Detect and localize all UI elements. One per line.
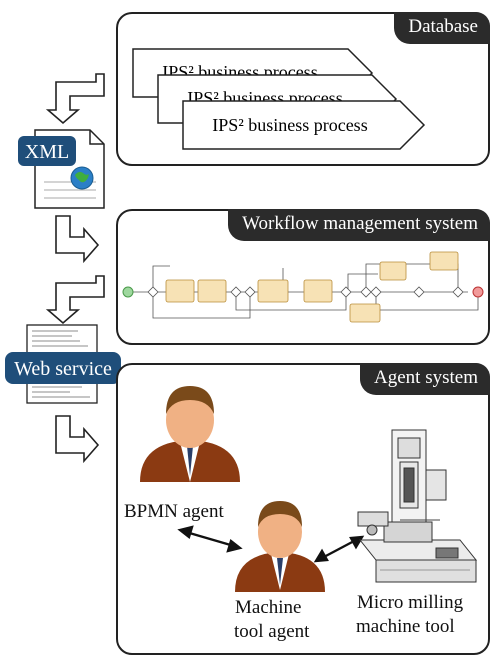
start-event — [122, 286, 134, 298]
machine-tool-agent-avatar — [235, 501, 325, 592]
gateway-1 — [147, 286, 159, 298]
machine-tool-agent-label-line2: tool agent — [234, 621, 310, 642]
task-2 — [197, 279, 227, 303]
process-card-3-label: IPS² business process — [212, 115, 367, 135]
gateway-7 — [413, 286, 425, 298]
task-1 — [165, 279, 195, 303]
web-service-badge — [5, 352, 121, 384]
gateway-8 — [452, 286, 464, 298]
bpmn-to-machine-arrow — [177, 525, 243, 553]
gateway-4 — [340, 286, 352, 298]
flow-arrow-2 — [55, 215, 100, 264]
micro-milling-machine-illustration — [357, 429, 478, 583]
milling-machine-label-line2: machine tool — [356, 616, 455, 637]
task-6 — [429, 251, 459, 271]
agent-system-title: Agent system — [360, 363, 490, 395]
end-event — [472, 286, 484, 298]
web-service-label: Web service — [14, 358, 112, 380]
bpmn-diagram — [122, 251, 484, 323]
workflow-title: Workflow management system — [228, 209, 490, 241]
flow-arrow-1 — [45, 73, 105, 125]
bpmn-agent-label: BPMN agent — [124, 501, 224, 522]
bpmn-agent-avatar — [140, 386, 240, 482]
task-4 — [303, 279, 333, 303]
flow-arrow-3 — [45, 275, 105, 325]
task-7 — [349, 303, 381, 323]
machine-tool-agent-label-line1: Machine — [235, 597, 302, 618]
task-5 — [379, 261, 407, 281]
xml-label: XML — [25, 141, 69, 163]
process-card-3: IPS² business process — [182, 100, 426, 150]
database-title: Database — [394, 12, 490, 44]
flow-arrow-4 — [55, 415, 100, 464]
milling-machine-label-line1: Micro milling — [357, 592, 464, 613]
task-3 — [257, 279, 289, 303]
gateway-3 — [244, 286, 256, 298]
gateway-6 — [370, 286, 382, 298]
gateway-2 — [230, 286, 242, 298]
machine-to-milling-arrow — [313, 535, 365, 563]
workflow-panel: Workflow management system — [116, 209, 490, 345]
xml-badge — [18, 136, 76, 166]
